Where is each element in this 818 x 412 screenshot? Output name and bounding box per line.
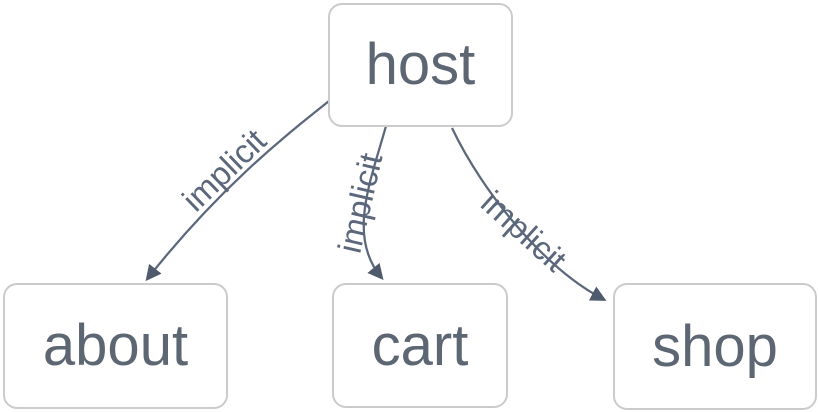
node-host-label: host	[365, 32, 476, 97]
node-cart: cart	[332, 283, 508, 408]
node-about-label: about	[42, 313, 189, 378]
edge-host-shop	[450, 127, 607, 301]
node-shop: shop	[613, 283, 817, 410]
node-host: host	[328, 3, 513, 127]
node-cart-label: cart	[371, 312, 469, 378]
edge-host-cart	[362, 125, 388, 281]
node-about: about	[3, 283, 228, 409]
edge-host-about	[145, 100, 330, 282]
node-shop-label: shop	[652, 313, 778, 379]
